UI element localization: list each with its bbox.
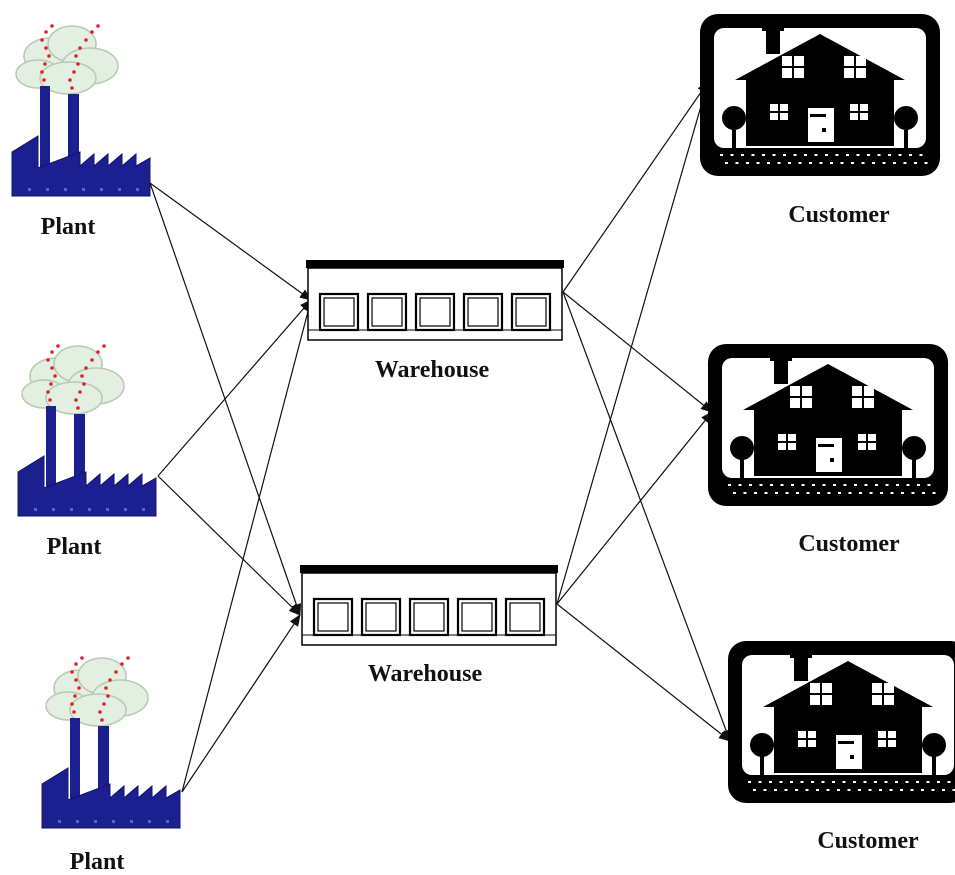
plant-label: Plant	[47, 535, 102, 559]
customer-label: Customer	[798, 532, 899, 556]
customer-label: Customer	[817, 829, 918, 853]
edge-w1-c1	[563, 82, 708, 292]
warehouse-label: Warehouse	[368, 662, 482, 686]
edge-p3-w2	[182, 615, 300, 792]
customer-label: Customer	[788, 203, 889, 227]
warehouse-label: Warehouse	[375, 358, 489, 382]
edge-p2-w2	[158, 476, 300, 615]
warehouse-icon	[306, 260, 564, 340]
factory-icon	[12, 24, 150, 196]
house-icon	[700, 14, 940, 176]
factory-icon	[18, 344, 156, 516]
factory-icon	[42, 656, 180, 828]
warehouse-icon	[300, 565, 558, 645]
edge-p1-w1	[150, 183, 311, 300]
plant-label: Plant	[70, 850, 125, 874]
nodes-layer	[12, 14, 955, 828]
plant-label: Plant	[41, 215, 96, 239]
edge-w2-c1	[557, 82, 708, 604]
house-icon	[728, 641, 955, 803]
edge-w2-c2	[557, 412, 712, 604]
house-icon	[708, 344, 948, 506]
